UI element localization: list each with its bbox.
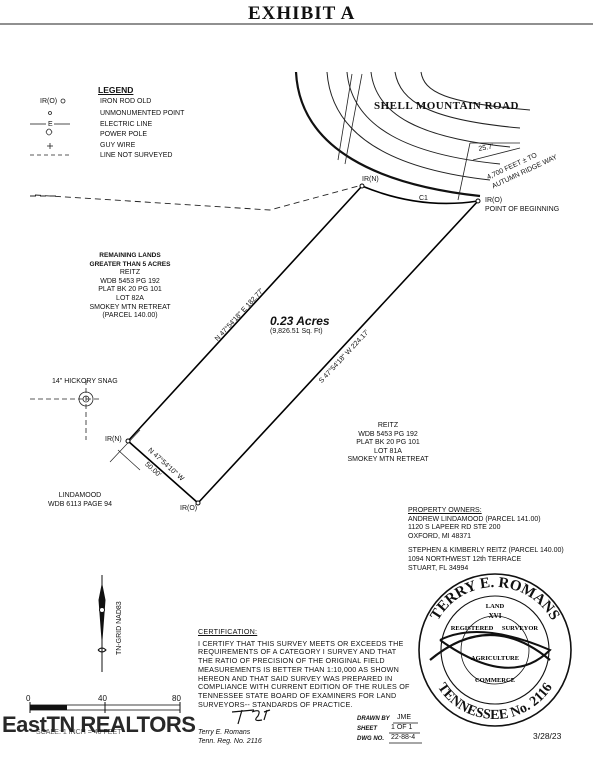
lindamood-block: LINDAMOOD WDB 6113 PAGE 94 xyxy=(30,492,130,509)
ir-point-right xyxy=(475,198,481,204)
sheet-label: SHEET xyxy=(357,726,378,732)
svg-text:TENNESSEE No. 2116: TENNESSEE No. 2116 xyxy=(434,680,555,723)
sheet-date: 3/28/23 xyxy=(533,731,562,741)
reitz-81a-block: REITZ WDB 5453 PG 192 PLAT BK 20 PG 101 … xyxy=(338,422,438,465)
remaining-line: PLAT BK 20 PG 101 xyxy=(98,286,162,294)
cert-line: MEASUREMENTS IS BETTER THAN 1:10,000 AS … xyxy=(198,664,399,674)
surveyor-name: Terry E. Romans xyxy=(198,729,251,736)
seal-inner-agriculture: AGRICULTURE xyxy=(471,655,519,662)
owner2-line: 1094 NORTHWEST 12th TERRACE xyxy=(408,555,522,563)
seal-inner-xvi: XVI xyxy=(489,612,502,620)
scale-tick-40: 40 xyxy=(98,694,107,703)
seal-inner-surveyor: SURVEYOR xyxy=(502,625,539,632)
cert-line: THE RATIO OF PRECISION OF THE ORIGINAL F… xyxy=(198,656,385,666)
legend-label-iron-rod: IRON ROD OLD xyxy=(100,98,152,105)
scale-tick-0: 0 xyxy=(26,694,31,703)
cert-line: TENNESSEE STATE BOARD OF EXAMINERS FOR L… xyxy=(198,690,397,700)
legend-electric-symbol: E xyxy=(48,121,53,128)
legend-symbols xyxy=(30,98,70,156)
scale-tick-80: 80 xyxy=(172,694,181,703)
reitz-line: REITZ xyxy=(377,422,399,429)
sheet-value: 1 OF 1 xyxy=(391,724,413,731)
electric-lines xyxy=(337,73,363,165)
certification-block: CERTIFICATION: I CERTIFY THAT THIS SURVE… xyxy=(198,627,410,709)
seal-inner-land: LAND xyxy=(486,603,505,610)
parcel-boundary xyxy=(127,185,479,504)
hickory-label: 14" HICKORY SNAG xyxy=(52,378,118,385)
parcel-area: 0.23 Acres xyxy=(270,314,330,328)
owner2-line: STUART, FL 34994 xyxy=(408,564,469,572)
ir-o-bottom-label: IR(O) xyxy=(180,505,198,512)
drawn-by-label: DRAWN BY xyxy=(357,716,390,722)
realtors-watermark: EastTN REALTORS xyxy=(2,712,196,737)
unsurveyed-line xyxy=(34,184,363,211)
drawn-by-value: JME xyxy=(397,714,411,721)
north-grid-label: TN-GRID NAD83 xyxy=(116,601,123,655)
scale-caption: SCALE: 1 INCH = 40 FEET xyxy=(36,729,122,736)
ir-point-bottom xyxy=(195,500,201,506)
cert-line: COMPLIANCE WITH CURRENT EDITION OF THE R… xyxy=(198,682,410,692)
ir-n-top-label: IR(N) xyxy=(362,176,379,183)
ir-n-left-label: IR(N) xyxy=(105,436,122,443)
cert-line: I CERTIFY THAT THIS SURVEY MEETS OR EXCE… xyxy=(198,638,404,648)
legend-label-power-pole: POWER POLE xyxy=(100,131,148,138)
surveyor-reg: Tenn. Reg. No. 2116 xyxy=(198,738,262,745)
parcel-area-sqft: (9,826.51 Sq. Ft) xyxy=(270,328,323,335)
remaining-heading-1: REMAINING LANDS xyxy=(99,252,161,259)
legend-label-guy-wire: GUY WIRE xyxy=(100,142,136,149)
remaining-line: SMOKEY MTN RETREAT xyxy=(89,303,171,311)
seal-inner-registered: REGISTERED xyxy=(451,625,494,632)
reitz-line: SMOKEY MTN RETREAT xyxy=(347,456,429,464)
remaining-line: REITZ xyxy=(119,269,141,277)
north-arrow-icon xyxy=(97,575,107,672)
dwg-value: 22-88-4 xyxy=(391,734,416,741)
owner2-line: STEPHEN & KIMBERLY REITZ (PARCEL 140.00) xyxy=(408,547,564,555)
seal-inner-commerce: COMMERCE xyxy=(475,677,515,684)
owner1-line: OXFORD, MI 48371 xyxy=(408,532,472,540)
owner1-line: 1120 S LAPEER RD STE 200 xyxy=(408,524,501,532)
remaining-heading-2: GREATER THAN 5 ACRES xyxy=(89,260,171,268)
hickory-tree-icon xyxy=(30,380,100,440)
ir-point-left xyxy=(125,438,131,444)
cert-line: REQUIREMENTS OF A CATEGORY I SURVEY AND … xyxy=(198,647,397,657)
owners-block: PROPERTY OWNERS: ANDREW LINDAMOOD (PARCE… xyxy=(408,507,564,573)
row-line xyxy=(294,71,481,198)
lindamood-line: LINDAMOOD xyxy=(58,492,102,499)
owner1-line: ANDREW LINDAMOOD (PARCEL 141.00) xyxy=(408,515,541,523)
signature xyxy=(231,709,271,725)
legend-code-ir: IR(O) xyxy=(40,98,58,105)
ir-point-top xyxy=(359,183,365,189)
pob-label: POINT OF BEGINNING xyxy=(485,206,560,213)
seal-state: TENNESSEE No. 2116 xyxy=(434,680,555,723)
reitz-line: LOT 81A xyxy=(374,447,402,455)
lindamood-line: WDB 6113 PAGE 94 xyxy=(48,500,112,508)
road-name: SHELL MOUNTAIN ROAD xyxy=(374,100,519,112)
legend-heading: LEGEND xyxy=(98,85,134,95)
page-title: EXHIBIT A xyxy=(248,3,356,24)
remaining-line: WDB 5453 PG 192 xyxy=(100,277,160,285)
reitz-line: WDB 5453 PG 192 xyxy=(358,430,418,438)
dwg-label: DWG NO. xyxy=(357,736,384,742)
owners-heading: PROPERTY OWNERS: xyxy=(408,507,482,514)
cert-line: SURVEYORS-- STANDARDS OF PRACTICE. xyxy=(198,699,353,709)
scale-bar xyxy=(29,702,181,713)
remaining-lands-block: REMAINING LANDS GREATER THAN 5 ACRES REI… xyxy=(80,252,180,321)
legend-label-unmonumented: UNMONUMENTED POINT xyxy=(100,110,185,117)
reitz-line: PLAT BK 20 PG 101 xyxy=(356,439,420,447)
ir-o-right-label: IR(O) xyxy=(485,197,503,204)
dimension-box xyxy=(457,142,521,201)
surveyor-seal xyxy=(418,573,572,727)
remaining-line: LOT 82A xyxy=(116,294,144,302)
cert-line: HEREON AND THAT SAID SURVEY WAS PREPARED… xyxy=(198,673,393,683)
certification-heading: CERTIFICATION: xyxy=(198,627,258,636)
legend-label-line-not-surveyed: LINE NOT SURVEYED xyxy=(100,152,173,159)
remaining-line: (PARCEL 140.00) xyxy=(102,312,158,320)
curve-label: C1 xyxy=(419,195,428,202)
legend-label-electric: ELECTRIC LINE xyxy=(100,121,153,128)
